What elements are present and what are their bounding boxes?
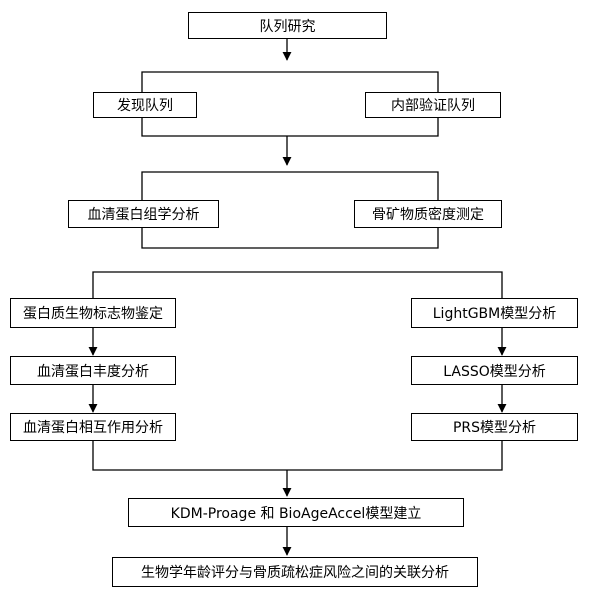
- node-cohort-study: 队列研究: [188, 12, 387, 39]
- branch-cohorts: [141, 71, 439, 92]
- node-association-analysis: 生物学年龄评分与骨质疏松症风险之间的关联分析: [112, 557, 478, 587]
- node-prs: PRS模型分析: [411, 413, 578, 441]
- node-lightgbm: LightGBM模型分析: [411, 298, 578, 328]
- node-protein-interaction: 血清蛋白相互作用分析: [10, 413, 176, 441]
- node-bone-density: 骨矿物质密度测定: [354, 200, 502, 228]
- merge-cohorts: [141, 118, 439, 137]
- node-lasso: LASSO模型分析: [411, 356, 578, 385]
- node-internal-validation-cohort: 内部验证队列: [365, 92, 501, 118]
- node-discovery-cohort: 发现队列: [93, 92, 197, 118]
- node-protein-abundance: 血清蛋白丰度分析: [10, 356, 176, 385]
- node-biomarker-identification: 蛋白质生物标志物鉴定: [10, 298, 176, 328]
- branch-analysis: [141, 171, 439, 200]
- merge-columns: [92, 441, 503, 471]
- merge-analysis: [141, 228, 439, 249]
- node-kdm-bioage-model: KDM-Proage 和 BioAgeAccel模型建立: [128, 498, 464, 527]
- node-serum-proteomics: 血清蛋白组学分析: [68, 200, 219, 228]
- branch-columns: [92, 271, 503, 298]
